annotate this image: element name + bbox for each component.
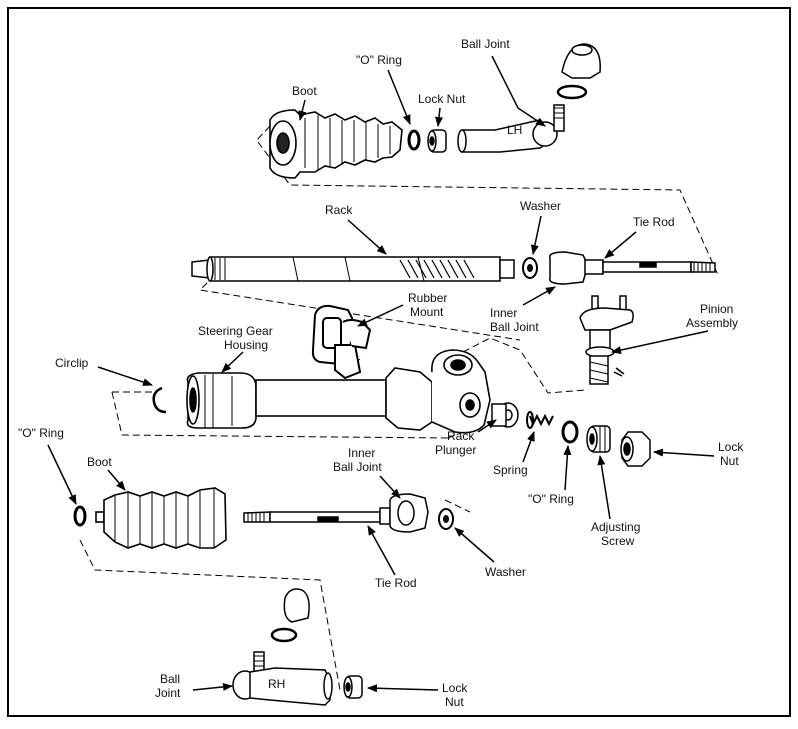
label-rack-plunger-1: Rack <box>447 429 475 443</box>
label-washer-bot: Washer <box>485 565 526 579</box>
part-mark-rh: RH <box>268 677 285 691</box>
steering-gear-housing <box>186 349 491 434</box>
leader-arrows-bottom <box>47 444 495 693</box>
rack-plunger <box>491 402 519 428</box>
label-inner-balljoint-mid-1: Inner <box>490 306 517 320</box>
boot-top <box>269 109 403 179</box>
label-adjusting-screw-1: Adjusting <box>591 520 640 534</box>
label-balljoint-top: Ball Joint <box>461 37 510 51</box>
label-boot-bottom: Boot <box>87 455 112 469</box>
oring-mid <box>561 420 579 444</box>
washer-mid <box>522 257 538 279</box>
rubber-mount <box>311 304 372 380</box>
label-inner-balljoint-mid-2: Ball Joint <box>490 320 539 334</box>
label-locknut-right-1: Lock <box>718 440 744 454</box>
label-oring-left: "O" Ring <box>18 426 64 440</box>
tie-rod-mid <box>549 251 716 285</box>
washer-bottom <box>438 508 454 530</box>
label-inner-balljoint-bot-2: Ball Joint <box>333 460 382 474</box>
label-housing-1: Steering Gear <box>198 324 273 338</box>
locknut-right <box>620 431 651 467</box>
label-circlip: Circlip <box>55 356 89 370</box>
part-mark-lh: LH <box>507 123 522 137</box>
leader-arrows-rack <box>347 215 637 306</box>
oring-left <box>73 505 87 527</box>
rack <box>191 256 515 282</box>
label-balljoint-bot-2: Joint <box>155 686 181 700</box>
diagram-border <box>7 7 791 717</box>
label-tierod-bot: Tie Rod <box>375 576 417 590</box>
tie-rod-bottom <box>243 493 429 533</box>
label-locknut-right-2: Nut <box>720 454 739 468</box>
oring-top <box>407 129 421 151</box>
locknut-top <box>427 129 447 153</box>
spring <box>526 411 554 429</box>
label-spring: Spring <box>493 463 528 477</box>
pinion-assembly <box>579 295 634 385</box>
label-rack: Rack <box>325 203 353 217</box>
label-pinion-2: Assembly <box>686 316 738 330</box>
label-rack-plunger-2: Plunger <box>435 443 476 457</box>
adjusting-screw <box>586 425 611 453</box>
label-washer-mid: Washer <box>520 199 561 213</box>
label-oring-top: "O" Ring <box>356 53 402 67</box>
label-tierod-mid: Tie Rod <box>633 215 675 229</box>
locknut-bottom <box>343 675 363 699</box>
label-oring-mid: "O" Ring <box>528 492 574 506</box>
label-locknut-top: Lock Nut <box>418 92 466 106</box>
ball-joint-top <box>457 43 601 153</box>
ball-joint-bottom <box>232 588 333 706</box>
label-pinion-1: Pinion <box>700 302 733 316</box>
boot-bottom <box>95 487 227 549</box>
label-rubber-mount-1: Rubber <box>408 291 447 305</box>
label-adjusting-screw-2: Screw <box>601 534 635 548</box>
label-locknut-bot-1: Lock <box>442 681 468 695</box>
label-locknut-bot-2: Nut <box>445 695 464 709</box>
label-rubber-mount-2: Mount <box>410 305 444 319</box>
leader-arrows-housing <box>97 304 715 520</box>
label-balljoint-bot-1: Ball <box>160 672 180 686</box>
label-boot-top: Boot <box>292 84 317 98</box>
label-housing-2: Housing <box>224 338 268 352</box>
leader-arrows-top <box>298 55 546 127</box>
circlip <box>152 386 167 414</box>
label-inner-balljoint-bot-1: Inner <box>348 446 375 460</box>
